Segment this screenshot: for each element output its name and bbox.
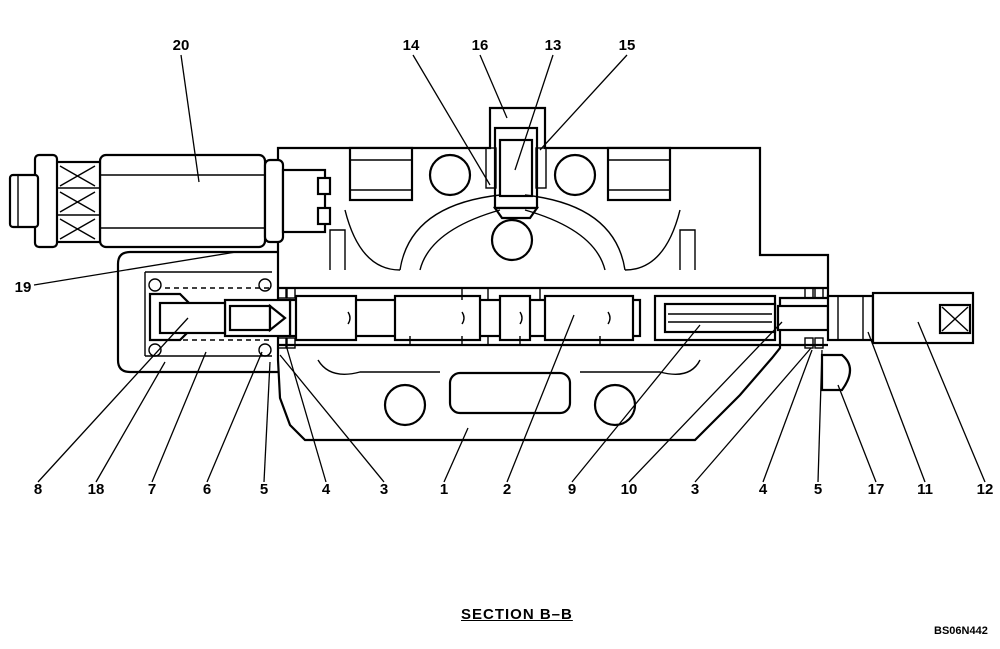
callout-16: 16 xyxy=(471,37,489,54)
callout-9: 9 xyxy=(567,481,577,498)
left-port-plug xyxy=(348,146,414,202)
leader-lines xyxy=(33,54,986,483)
callout-14: 14 xyxy=(402,37,420,54)
callout-4-right: 4 xyxy=(758,481,768,498)
callout-5-right: 5 xyxy=(813,481,823,498)
callout-7: 7 xyxy=(147,481,157,498)
end-plug xyxy=(826,294,875,342)
callout-19: 19 xyxy=(14,279,32,296)
callout-15: 15 xyxy=(618,37,636,54)
callout-3-right: 3 xyxy=(690,481,700,498)
callout-8: 8 xyxy=(33,481,43,498)
callout-17: 17 xyxy=(867,481,885,498)
section-title: SECTION B–B xyxy=(461,606,573,623)
callout-2: 2 xyxy=(502,481,512,498)
callout-18: 18 xyxy=(87,481,105,498)
callout-10: 10 xyxy=(620,481,638,498)
left-end-cap xyxy=(116,250,278,374)
callout-5-left: 5 xyxy=(259,481,269,498)
callout-1: 1 xyxy=(439,481,449,498)
right-port-plug xyxy=(606,146,672,202)
callout-11: 11 xyxy=(917,481,933,498)
callout-3-left: 3 xyxy=(379,481,389,498)
callout-4-left: 4 xyxy=(321,481,331,498)
drawing-code: BS06N442 xyxy=(934,625,988,637)
callout-12: 12 xyxy=(976,481,994,498)
callout-6: 6 xyxy=(202,481,212,498)
left-cap-inner xyxy=(144,271,272,357)
callout-20: 20 xyxy=(172,37,190,54)
callout-13: 13 xyxy=(544,37,562,54)
solenoid-body xyxy=(98,153,267,249)
